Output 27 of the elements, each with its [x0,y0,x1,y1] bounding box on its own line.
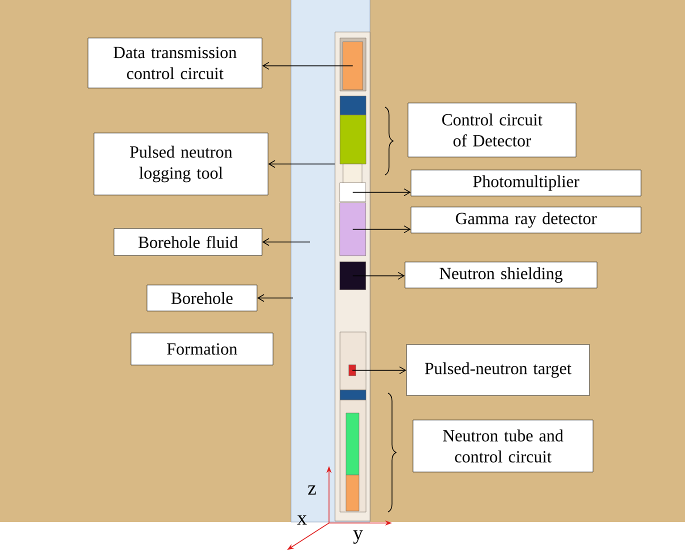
axis-label: x [297,515,307,525]
leader-line [352,272,405,280]
shielding-block [340,262,366,290]
label-box: Photomultiplier [410,170,642,196]
label-box: Borehole [146,284,258,312]
leader-line [352,225,411,234]
label-box: Pulsed-neutron target [406,344,590,396]
leader-line [257,294,294,302]
circuit-block [342,42,363,90]
leader-line [262,238,310,246]
leader-line [262,62,354,70]
leader-line [268,160,336,168]
leader-line [352,366,406,374]
label-box: Gamma ray detector [410,206,642,234]
label-box: Pulsed neutron logging tool [94,132,268,196]
axis-label: z [308,485,316,495]
label-box: Borehole fluid [114,228,262,256]
target-block [348,364,356,376]
label-box: Neutron shielding [404,262,598,288]
label-box: Formation [130,332,274,366]
label-box: Data transmission control circuit [88,38,262,88]
label-box: Neutron tube and control circuit [412,420,594,472]
axis-label: y [353,530,363,544]
detector-block [340,202,366,256]
leader-line [352,188,411,196]
label-box: Control circuit of Detector [408,102,576,158]
photomultiplier-block [340,182,366,202]
